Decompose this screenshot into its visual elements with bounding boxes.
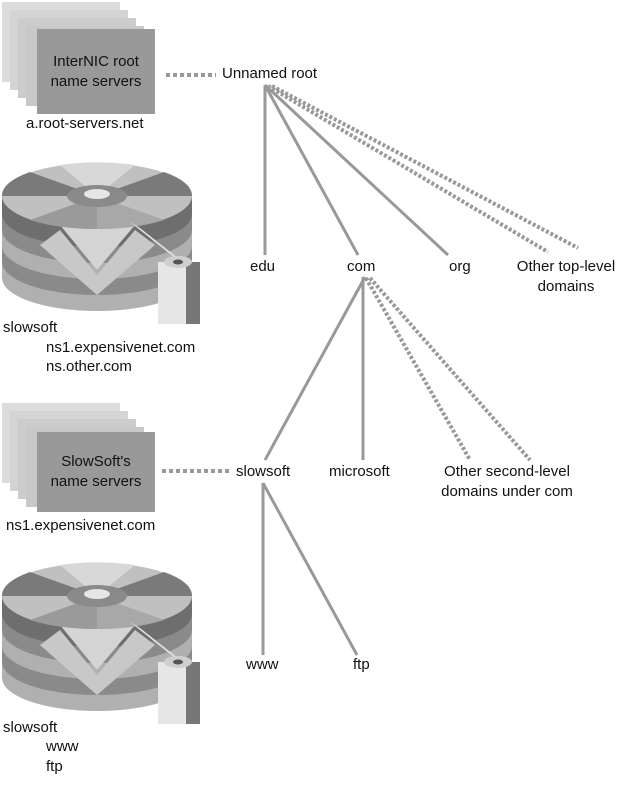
host-www: www [246, 656, 279, 673]
slowsoft-servers-box-label: SlowSoft's name servers [37, 452, 155, 492]
tld-edu: edu [250, 258, 276, 275]
sld-other-line2: domains under com [441, 483, 573, 500]
sld-slowsoft: slowsoft [236, 463, 291, 480]
tree-root-label: Unnamed root [222, 65, 318, 82]
tld-org: org [449, 258, 471, 275]
sld-other-line1: Other second-level [444, 463, 570, 480]
com-edges-other [364, 276, 532, 462]
com-edges [263, 276, 367, 461]
root-server-host: a.root-servers.net [26, 115, 144, 132]
slowsoft-server-host: ns1.expensivenet.com [6, 517, 156, 534]
slowsoft-servers-box-line2: name servers [50, 473, 142, 490]
root-servers-box-line1: InterNIC root [53, 53, 139, 70]
database-disk-icon [1, 162, 200, 324]
tld-other: Other top-level domains [508, 257, 624, 297]
slowsoft-db-ftp: ftp [46, 758, 63, 775]
root-servers-box-label: InterNIC root name servers [37, 52, 155, 92]
root-servers-box-line2: name servers [50, 73, 142, 90]
database-disk-icon [1, 562, 200, 724]
slowsoft-servers-box-line1: SlowSoft's [61, 453, 131, 470]
root-edges [263, 83, 450, 257]
tld-other-line2: domains [537, 278, 595, 295]
root-db-ns2: ns.other.com [46, 358, 132, 375]
tld-other-line1: Other top-level [516, 258, 616, 275]
sld-other: Other second-level domains under com [432, 462, 582, 502]
sld-microsoft: microsoft [329, 463, 390, 480]
server-stack-icon [2, 2, 155, 114]
root-db-ns1: ns1.expensivenet.com [46, 339, 196, 356]
slowsoft-db-zone: slowsoft [3, 719, 58, 736]
slowsoft-edges [261, 482, 359, 656]
slowsoft-db-www: www [46, 738, 79, 755]
root-db-zone: slowsoft [3, 319, 58, 336]
server-stack-icon [2, 403, 155, 512]
tld-com: com [347, 258, 376, 275]
host-ftp: ftp [353, 656, 370, 673]
root-edges-other [266, 84, 579, 254]
